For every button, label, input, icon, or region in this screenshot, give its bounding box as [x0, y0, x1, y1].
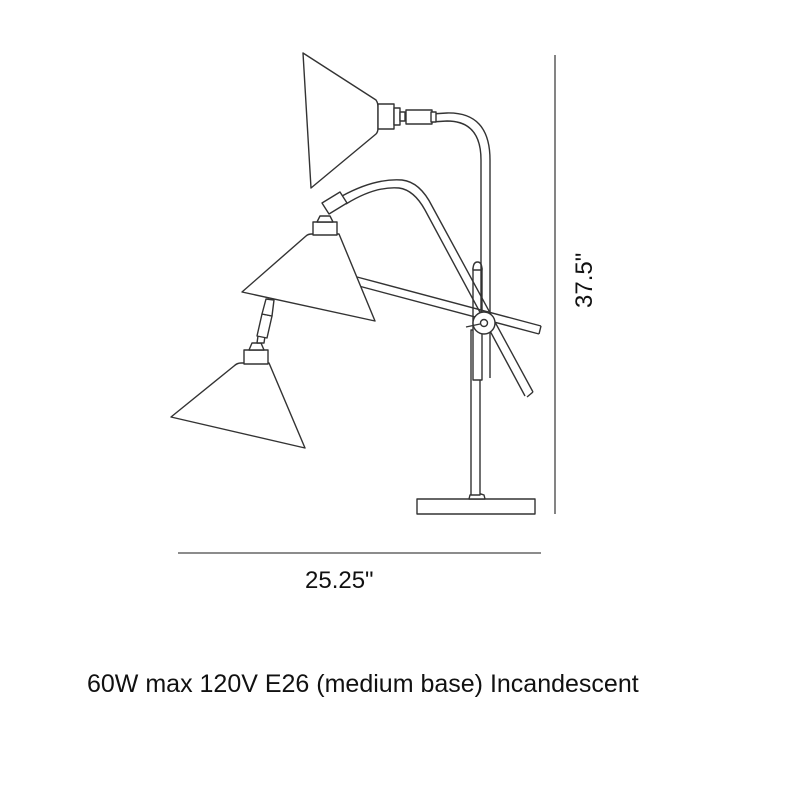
upper-shade	[302, 52, 437, 189]
upper-arm	[430, 112, 491, 378]
width-dimension-label: 25.25"	[305, 567, 374, 594]
cross-bar	[354, 276, 542, 335]
middle-shade	[241, 191, 376, 322]
height-dimension-label: 37.5"	[571, 252, 598, 308]
middle-arm	[341, 179, 534, 398]
spec-text: 60W max 120V E26 (medium base) Incandesc…	[87, 670, 639, 698]
pivot-knob	[465, 311, 496, 335]
lamp-base	[416, 492, 536, 515]
lower-shade	[170, 298, 306, 449]
